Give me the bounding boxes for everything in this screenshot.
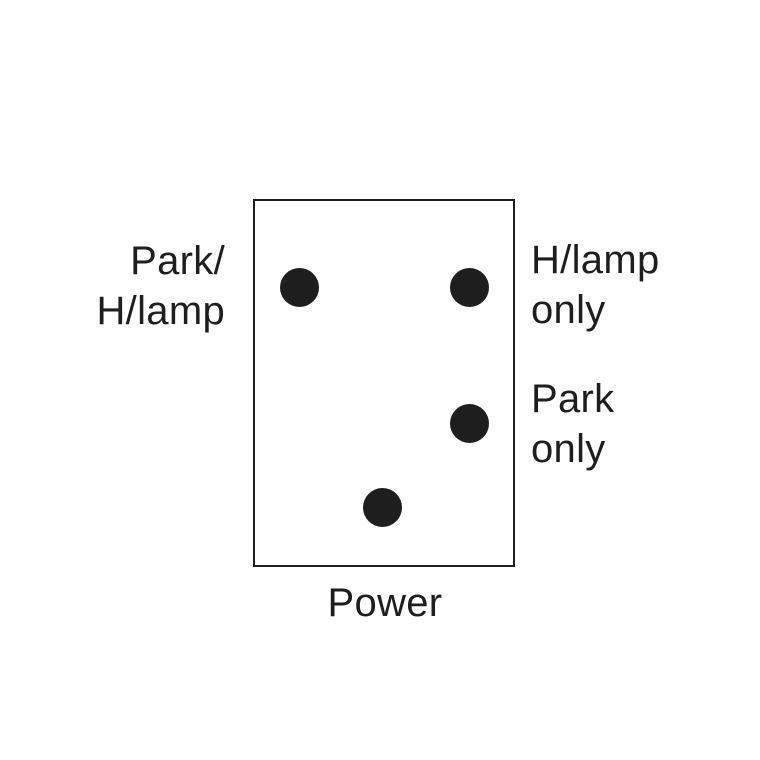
label-park-hlamp: Park/ H/lamp [97, 236, 226, 336]
label-park-only-line2: only [531, 427, 606, 471]
label-park-only: Park only [531, 374, 614, 474]
label-power-text: Power [327, 581, 443, 625]
pin-park-hlamp [280, 268, 319, 307]
label-hlamp-only-line2: only [531, 288, 606, 332]
pin-power [363, 488, 402, 527]
label-power: Power [322, 578, 448, 628]
pin-park-only [450, 404, 489, 443]
label-park-hlamp-line2: H/lamp [96, 289, 225, 333]
label-park-hlamp-line1: Park/ [130, 239, 225, 283]
pin-hlamp-only [450, 268, 489, 307]
label-park-only-line1: Park [531, 377, 615, 421]
label-hlamp-only: H/lamp only [531, 235, 660, 335]
label-hlamp-only-line1: H/lamp [531, 238, 660, 282]
